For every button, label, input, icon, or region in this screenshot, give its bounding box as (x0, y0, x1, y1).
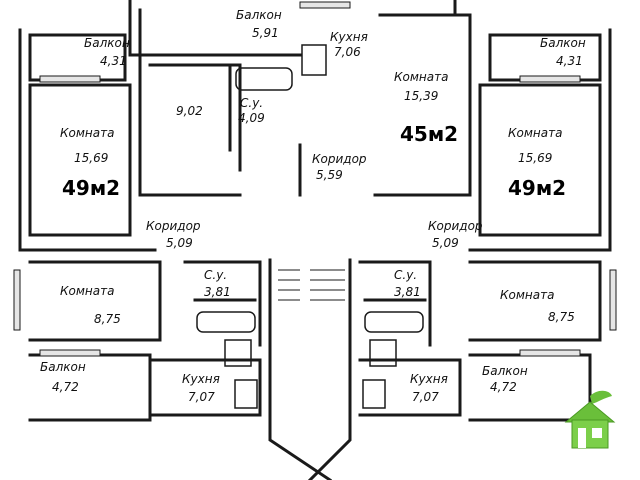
window-right-side (609, 269, 617, 331)
area-room-left-big: 15,69 (74, 151, 109, 165)
label-room-right-big: Комната (508, 126, 563, 140)
area-kitchen-right-low: 7,07 (412, 390, 439, 404)
label-room-center-top: Комната (394, 70, 449, 84)
wall-right-bath (358, 260, 432, 347)
area-room-left-low: 8,75 (94, 312, 121, 326)
area-balcony-left-low: 4,72 (52, 380, 79, 394)
sink-right (369, 339, 397, 367)
window-right-balcony (519, 75, 581, 83)
area-kitchen-left-low: 7,07 (188, 390, 215, 404)
wall-left-balcony (28, 33, 127, 82)
label-bath-right: С.у. (394, 268, 418, 282)
total-apt-right: 49м2 (508, 176, 567, 200)
bathtub-top (235, 67, 293, 91)
label-kitchen-top: Кухня (330, 30, 368, 44)
wall-center-right (373, 13, 472, 197)
area-room-small-top: 9,02 (176, 104, 203, 118)
total-apt-center: 45м2 (400, 122, 459, 146)
label-balcony-top: Балкон (236, 8, 282, 22)
wall-left-kitchen (148, 358, 262, 417)
label-balcony-right-low: Балкон (482, 364, 528, 378)
label-bath-top: С.у. (240, 96, 264, 110)
area-bath-top: 4,09 (238, 111, 265, 125)
label-kitchen-right-low: Кухня (410, 372, 448, 386)
label-balcony-left-low: Балкон (40, 360, 86, 374)
area-balcony-left-top: 4,31 (100, 54, 127, 68)
area-bath-left: 3,81 (204, 285, 231, 299)
label-room-right-low: Комната (500, 288, 555, 302)
wall-left-bath (183, 260, 262, 347)
label-bath-left: С.у. (204, 268, 228, 282)
wall-top-balcony (128, 0, 302, 57)
label-balcony-right-top: Балкон (540, 36, 586, 50)
label-balcony-left-top: Балкон (84, 36, 130, 50)
window-left-low (39, 349, 101, 357)
area-balcony-right-low: 4,72 (490, 380, 517, 394)
wall-left-room-low (28, 260, 162, 342)
wall-stair-left (268, 258, 333, 480)
label-corridor-center: Коридор (312, 152, 367, 166)
area-room-center-top: 15,39 (404, 89, 439, 103)
logo-door (578, 428, 586, 448)
area-bath-right: 3,81 (394, 285, 421, 299)
label-corridor-right: Коридор (428, 219, 483, 233)
windows (13, 1, 617, 357)
house-leaf-icon (564, 390, 616, 449)
area-room-right-big: 15,69 (518, 151, 553, 165)
logo-window (592, 428, 602, 438)
sink-left (224, 339, 252, 367)
fixtures (196, 44, 424, 409)
wall-left-outer (18, 28, 157, 252)
area-balcony-top: 5,91 (252, 26, 279, 40)
area-room-right-low: 8,75 (548, 310, 575, 324)
wall-right-kitchen (358, 358, 462, 417)
window-left-side (13, 269, 21, 331)
stove-left (234, 379, 258, 409)
window-top-balcony (299, 1, 351, 9)
logo-body (571, 419, 609, 449)
wall-right-balcony (488, 33, 602, 82)
stove-right (362, 379, 386, 409)
area-corridor-center: 5,59 (316, 168, 343, 182)
area-corridor-right: 5,09 (432, 236, 459, 250)
label-room-left-big: Комната (60, 126, 115, 140)
wall-top-block (138, 8, 242, 197)
area-kitchen-top: 7,06 (334, 45, 361, 59)
window-right-low (519, 349, 581, 357)
wall-right-outer (468, 28, 612, 252)
wall-stair-right (307, 258, 352, 480)
wall-right-room (478, 83, 602, 237)
stove-top (301, 44, 327, 76)
label-room-left-low: Комната (60, 284, 115, 298)
logo-leaf (590, 390, 612, 404)
stair-treads (278, 269, 345, 301)
window-left-balcony (39, 75, 101, 83)
area-corridor-left: 5,09 (166, 236, 193, 250)
bathtub-right (364, 311, 424, 333)
area-balcony-right-top: 4,31 (556, 54, 583, 68)
wall-right-room-low (468, 260, 602, 342)
logo-roof (564, 401, 616, 423)
bathtub-left (196, 311, 256, 333)
label-corridor-left: Коридор (146, 219, 201, 233)
wall-center-top (148, 63, 242, 172)
wall-left-room (28, 83, 132, 237)
total-apt-left: 49м2 (62, 176, 121, 200)
walls (18, 0, 612, 480)
label-kitchen-left-low: Кухня (182, 372, 220, 386)
